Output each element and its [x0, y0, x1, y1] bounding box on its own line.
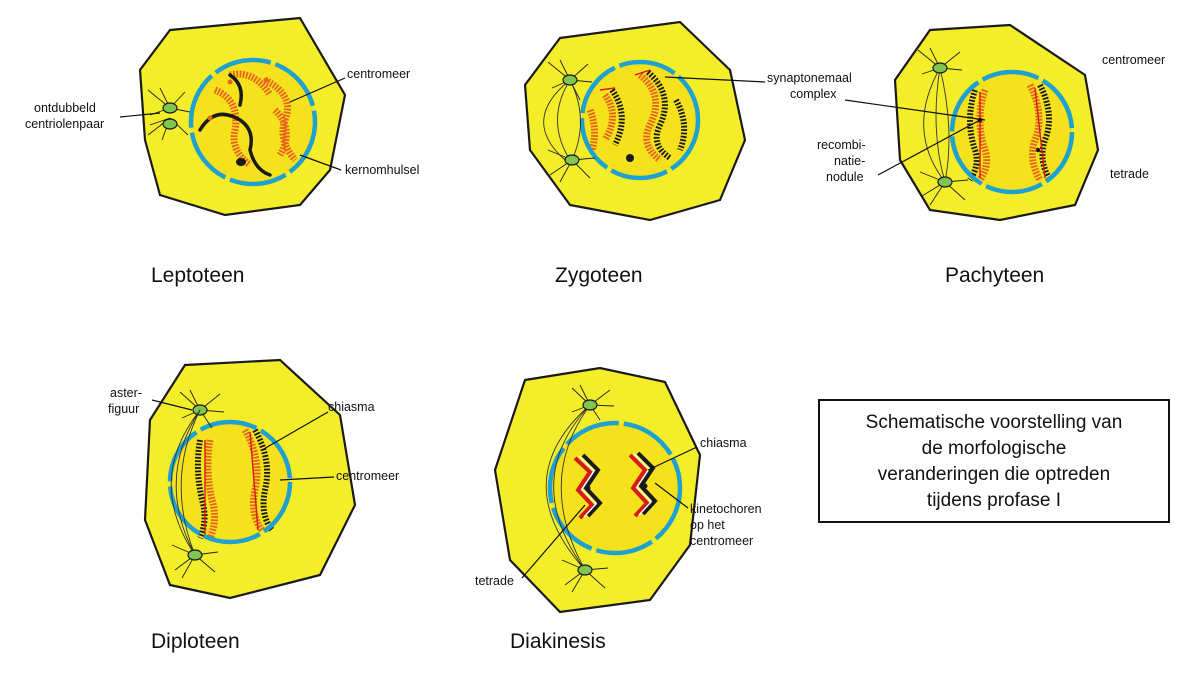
pachyteen-label-nodule-3: nodule: [826, 170, 864, 184]
leptoteen-panel: centromeer ontdubbeld centriolenpaar ker…: [25, 16, 419, 287]
zygoteen-aster-bottom: [547, 149, 596, 183]
diakinesis-label-kinetochore-3: centromeer: [690, 534, 753, 548]
diakinesis-nuclear-envelope: [547, 420, 683, 556]
caption-line-3: veranderingen die optreden: [878, 464, 1110, 485]
diploteen-aster-bottom: [170, 409, 219, 579]
diakinesis-label-tetrad: tetrade: [475, 574, 514, 588]
pachyteen-centriole-top-icon: [932, 62, 948, 74]
diploteen-label-aster-1: aster-: [110, 386, 142, 400]
diakinesis-centriole-bottom-icon: [577, 564, 593, 576]
diakinesis-label-chiasma: chiasma: [700, 436, 747, 450]
pachyteen-label-nodule-2: natie-: [834, 154, 865, 168]
zygoteen-panel: synaptonemaal complex Zygoteen: [523, 20, 852, 287]
zygoteen-chromosomes: [586, 69, 688, 163]
caption-line-2: de morfologische: [922, 438, 1067, 459]
diakinesis-label-kinetochore-1: kinetochoren: [690, 502, 762, 516]
pachyteen-aster-bottom: [919, 171, 969, 206]
diakinesis-title: Diakinesis: [510, 630, 606, 653]
diploteen-nuclear-envelope: [167, 419, 293, 545]
pachyteen-label-nodule-1: recombi-: [817, 138, 866, 152]
pachyteen-title: Pachyteen: [945, 264, 1044, 287]
diploteen-aster-top: [179, 389, 225, 429]
diakinesis-aster-top: [545, 384, 615, 571]
pachyteen-label-tetrad: tetrade: [1110, 167, 1149, 181]
diakinesis-aster-bottom: [561, 559, 609, 593]
zygoteen-centriole-bottom-icon: [564, 154, 580, 166]
leptoteen-centriole-2-icon: [162, 118, 178, 130]
caption-line-1: Schematische voorstelling van: [866, 412, 1123, 433]
leptoteen-aster: [147, 87, 191, 141]
zygoteen-label-synaptonemal-2: complex: [790, 87, 837, 101]
leptoteen-chromosomes: [198, 70, 298, 177]
diploteen-label-chiasma: chiasma: [328, 400, 375, 414]
diploteen-label-aster-2: figuur: [108, 402, 139, 416]
zygoteen-title: Zygoteen: [555, 264, 643, 287]
zygoteen-nuclear-envelope: [579, 59, 701, 181]
leptoteen-centriole-icon: [162, 102, 178, 114]
pachyteen-label-centromere: centromeer: [1102, 53, 1165, 67]
zygoteen-aster-top: [543, 59, 593, 161]
diploteen-title: Diploteen: [151, 630, 240, 653]
leptoteen-label-centromere: centromeer: [347, 67, 410, 81]
leptoteen-label-envelope: kernomhulsel: [345, 163, 419, 177]
caption-box: Schematische voorstelling van de morfolo…: [818, 399, 1170, 523]
diploteen-chromosomes: [194, 428, 275, 540]
leptoteen-title: Leptoteen: [151, 264, 244, 287]
leptoteen-label-centriole-1: ontdubbeld: [34, 101, 96, 115]
diakinesis-centriole-top-icon: [582, 399, 598, 411]
leptoteen-nuclear-envelope: [188, 57, 318, 187]
diakinesis-nucleus-fill: [550, 423, 680, 553]
pachyteen-nuclear-envelope: [949, 69, 1075, 195]
zygoteen-centriole-top-icon: [562, 74, 578, 86]
diakinesis-panel: chiasma kinetochoren op het centromeer t…: [475, 366, 762, 653]
diploteen-panel: aster- figuur chiasma centromeer Diplote…: [108, 358, 399, 653]
diploteen-aster-bottom-icon: [187, 549, 203, 561]
diploteen-label-centromere: centromeer: [336, 469, 399, 483]
diakinesis-chromosomes: [573, 451, 658, 520]
pachyteen-aster-top: [917, 47, 963, 183]
diakinesis-label-kinetochore-2: op het: [690, 518, 725, 532]
pachyteen-centriole-bottom-icon: [937, 176, 953, 188]
zygoteen-label-synaptonemal-1: synaptonemaal: [767, 71, 852, 85]
leptoteen-label-centriole-2: centriolenpaar: [25, 117, 104, 131]
caption-line-4: tijdens profase I: [927, 490, 1061, 511]
pachyteen-panel: centromeer recombi- natie- nodule tetrad…: [817, 23, 1165, 287]
